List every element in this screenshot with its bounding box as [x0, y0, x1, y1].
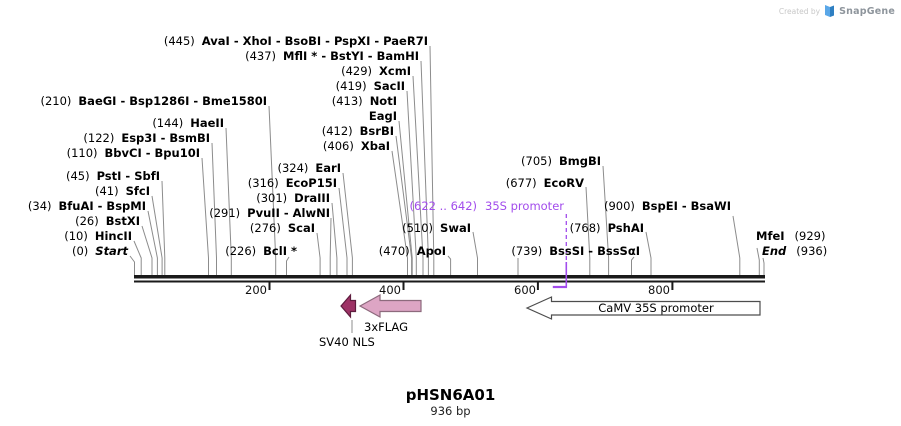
- camv-35s-promoter-arrow[interactable]: [525, 296, 761, 320]
- site-label-144-haeii[interactable]: (144)HaeII: [152, 116, 224, 130]
- site-label-437-mfli[interactable]: (437)MflI * - BstYI - BamHI: [245, 49, 419, 63]
- 3xflag-arrow[interactable]: [358, 293, 422, 319]
- site-label-677-ecorv[interactable]: (677)EcoRV: [505, 176, 584, 190]
- snapgene-logo-icon: [825, 5, 835, 17]
- site-label-412-bsrbi[interactable]: (412)BsrBI: [321, 124, 394, 138]
- site-label-739-bsssi[interactable]: (739)BssSI - BssSαI: [511, 244, 640, 258]
- site-label-34-bfuai[interactable]: (34)BfuAI - BspMI: [27, 199, 146, 213]
- ruler-tick-200: 200: [245, 283, 267, 297]
- site-label-419-sacii[interactable]: (419)SacII: [335, 79, 405, 93]
- feature-label-camv-35s-promoter[interactable]: CaMV 35S promoter: [598, 301, 714, 315]
- site-label-445-avai[interactable]: (445)AvaI - XhoI - BsoBI - PspXI - PaeR7…: [163, 34, 428, 48]
- sequence-ruler: [134, 275, 765, 290]
- site-label-45-psti[interactable]: (45)PstI - SbfI: [65, 169, 160, 183]
- promoter-span-bracket: [552, 214, 568, 289]
- site-label-291-pvuii[interactable]: (291)PvuII - AlwNI: [209, 206, 330, 220]
- site-label-eagi[interactable]: EagI: [368, 109, 397, 123]
- plasmid-length: 936 bp: [430, 404, 471, 418]
- plasmid-name: pHSN6A01: [405, 386, 496, 404]
- site-label-324-eari[interactable]: (324)EarI: [277, 161, 341, 175]
- site-label-276-scai[interactable]: (276)ScaI: [249, 221, 315, 235]
- site-label-41-sfci[interactable]: (41)SfcI: [95, 184, 150, 198]
- sv40-nls-arrow[interactable]: [340, 293, 357, 319]
- site-label-413-noti[interactable]: (413)NotI: [331, 94, 397, 108]
- feature-label-3xflag[interactable]: 3xFLAG: [364, 320, 408, 334]
- site-label-226-bcli[interactable]: (226)BclI *: [225, 244, 297, 258]
- feature-label-sv40-nls[interactable]: SV40 NLS: [319, 335, 375, 349]
- site-label-900-bspei[interactable]: (900)BspEI - BsaWI: [603, 199, 731, 213]
- promoter-annotation-label[interactable]: (622 .. 642)35S promoter: [409, 199, 564, 213]
- site-label-26-bstxi[interactable]: (26)BstXI: [75, 214, 140, 228]
- site-label-936-end[interactable]: End(936): [762, 244, 828, 258]
- site-label-705-bmgbi[interactable]: (705)BmgBI: [521, 154, 601, 168]
- site-label-10-hincii[interactable]: (10)HincII: [64, 229, 132, 243]
- ruler-tick-800: 800: [648, 283, 670, 297]
- ruler-tick-400: 400: [379, 283, 401, 297]
- connector-lines: [129, 45, 765, 333]
- site-label-316-ecop15i[interactable]: (316)EcoP15I: [247, 176, 337, 190]
- ruler-tick-600: 600: [514, 283, 536, 297]
- site-label-406-xbai[interactable]: (406)XbaI: [322, 139, 390, 153]
- site-label-510-swai[interactable]: (510)SwaI: [402, 221, 471, 235]
- site-label-210-baegi[interactable]: (210)BaeGI - Bsp1286I - Bme1580I: [40, 94, 267, 108]
- site-label-122-esp3i[interactable]: (122)Esp3I - BsmBI: [83, 131, 210, 145]
- site-label-929-mfei[interactable]: MfeI(929): [756, 229, 826, 243]
- watermark-brand: SnapGene: [839, 5, 895, 17]
- site-label-110-bbvci[interactable]: (110)BbvCI - Bpu10I: [66, 146, 200, 160]
- site-label-301-draiii[interactable]: (301)DraIII: [256, 191, 330, 205]
- snapgene-watermark: Created by SnapGene: [779, 4, 895, 18]
- site-label-0-start[interactable]: (0)Start: [71, 244, 128, 258]
- site-label-429-xcmi[interactable]: (429)XcmI: [341, 64, 411, 78]
- watermark-created-by: Created by: [778, 6, 821, 16]
- site-label-470-apoi[interactable]: (470)ApoI: [378, 244, 446, 258]
- site-label-768-pshai[interactable]: (768)PshAI: [569, 221, 644, 235]
